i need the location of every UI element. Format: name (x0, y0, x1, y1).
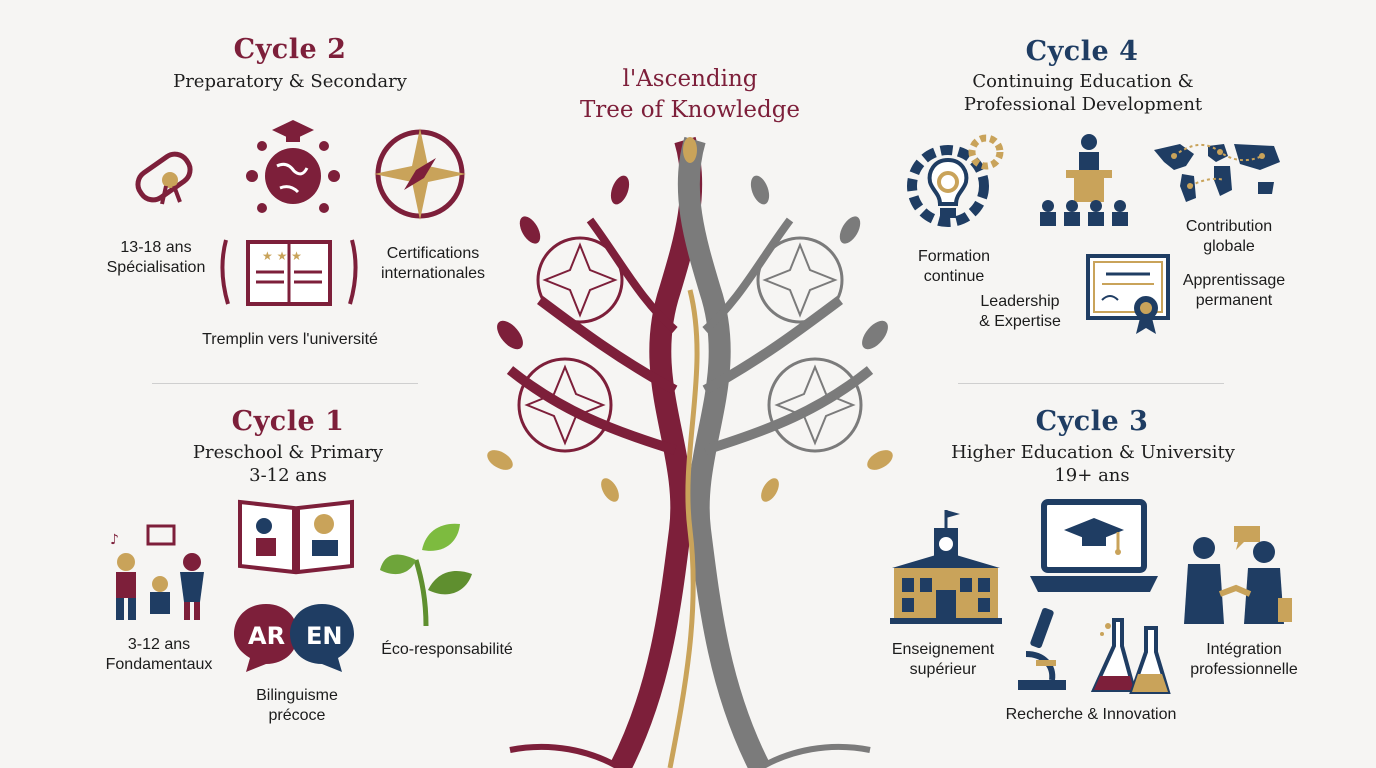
cycle2-age-label: 13-18 ans Spécialisation (106, 239, 206, 276)
picture-book-icon (238, 499, 354, 575)
cycle3-professional-label: Intégration professionnelle (1190, 641, 1298, 678)
rosette-left-bottom (517, 357, 613, 453)
cycle1-eco-label: Éco-responsabilité (381, 641, 513, 658)
cycle2-subtitle: Preparatory & Secondary (173, 71, 407, 92)
cycle2-springboard-label: Tremplin vers l'université (202, 331, 378, 348)
svg-text:♪: ♪ (110, 532, 119, 548)
eco-leaves-icon (380, 523, 472, 627)
cycle3-higher-label: Enseignement supérieur (891, 641, 995, 678)
cycle4-leadership-label: Leadership & Expertise (979, 293, 1061, 330)
lab-flasks-icon (1090, 618, 1171, 694)
cycle4-global-label: Contribution globale (1185, 218, 1273, 255)
tree-title-line2: Tree of Knowledge (579, 97, 801, 123)
children-playing-icon: ♪ (110, 524, 204, 620)
rosette-left-top (536, 236, 624, 324)
rosette-right-top (756, 236, 844, 324)
cycle1-bilingual-label: Bilinguisme précoce (256, 687, 338, 724)
cycle4-subtitle: Continuing Education & Professional Deve… (930, 70, 1236, 116)
cycle4-title: Cycle 4 (1025, 36, 1139, 67)
divider-left (152, 383, 418, 384)
speaker-podium-icon (1040, 134, 1128, 226)
tree-title: l'Ascending Tree of Knowledge (540, 64, 840, 126)
lightbulb-gears-icon (907, 134, 1004, 227)
cycle4-lifelong-label: Apprentissage permanent (1182, 272, 1286, 309)
cycle4-subtitle-line2: Professional Development (963, 94, 1203, 115)
divider-right (958, 383, 1224, 384)
cycle3-subtitle: Higher Education & University (951, 442, 1235, 463)
globe-graduation-icon (246, 120, 340, 213)
svg-text:★ ★ ★: ★ ★ ★ (262, 249, 302, 263)
cycle3-title: Cycle 3 (1035, 406, 1149, 437)
world-map-network-icon (1154, 144, 1280, 202)
compass-rose-icon (374, 128, 466, 220)
diploma-scroll-icon (135, 151, 193, 205)
cycle4-subtitle-line1: Continuing Education & (972, 71, 1194, 92)
cycle1-subtitle: Preschool & Primary (192, 442, 384, 463)
certificate-seal-icon (1086, 254, 1170, 334)
business-handshake-icon (1184, 526, 1292, 624)
lang-bubble-en: EN (306, 622, 342, 650)
cycle2-certs-label: Certifications internationales (380, 245, 486, 282)
knowledge-tree-illustration (487, 136, 893, 768)
cycle4-formation-label: Formation continue (917, 248, 991, 285)
cycle1-age: 3-12 ans (249, 465, 327, 486)
cycle1-title: Cycle 1 (231, 406, 345, 437)
online-learning-laptop-icon (1030, 499, 1158, 592)
rosette-right-bottom (767, 357, 863, 453)
lang-bubble-ar: AR (248, 622, 285, 650)
language-bubbles-icon: AR EN (234, 604, 354, 672)
open-book-laurel-icon: ★ ★ ★ (220, 239, 358, 306)
cycle2-title: Cycle 2 (233, 34, 347, 65)
cycle3-age: 19+ ans (1054, 465, 1130, 486)
microscope-icon (1018, 607, 1066, 690)
cycle1-fundamentals-label: 3-12 ans Fondamentaux (105, 636, 213, 673)
university-building-icon (890, 510, 1002, 624)
tree-title-line1: l'Ascending (622, 66, 758, 92)
cycle3-research-label: Recherche & Innovation (1005, 706, 1177, 723)
